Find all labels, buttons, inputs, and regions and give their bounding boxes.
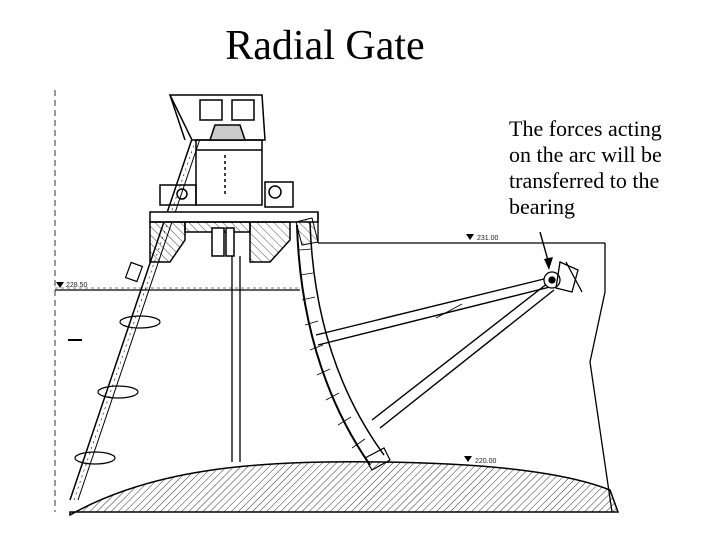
- gate-arms: [315, 277, 555, 429]
- elevation-label-water: 228.50: [66, 282, 88, 289]
- annotation-text: The forces acting on the arc will be tra…: [509, 116, 709, 220]
- right-abutment: [589, 243, 613, 513]
- track-wheel-2: [97, 385, 139, 399]
- radial-gate-arc-inner: [309, 221, 385, 456]
- hoist-house: [159, 94, 294, 208]
- elevation-label-crest: 231.00: [477, 235, 499, 242]
- annotation-line-1: The forces acting: [509, 116, 662, 141]
- annotation-line-4: bearing: [509, 194, 575, 219]
- elevation-marker-crest: 231.00: [466, 234, 499, 242]
- elevation-marker-water: 228.50: [56, 282, 88, 289]
- annotation-arrow: [539, 231, 553, 270]
- bridge-deck: [149, 211, 319, 263]
- elevation-marker-sill: 220.00: [464, 456, 497, 465]
- trunnion-bearing: [543, 261, 583, 293]
- annotation-line-2: on the arc will be: [509, 142, 662, 167]
- radial-gate-arc-outer: [296, 224, 371, 466]
- annotation-line-3: transferred to the: [509, 168, 660, 193]
- riverbed-ground: [69, 461, 620, 517]
- track-wheel-3: [74, 451, 116, 465]
- slide-title: Radial Gate: [225, 23, 425, 69]
- elevation-label-sill: 220.00: [475, 458, 497, 465]
- inclined-track-inner: [77, 129, 204, 501]
- inclined-track-outer: [69, 129, 196, 501]
- track-wheel-1: [119, 315, 161, 329]
